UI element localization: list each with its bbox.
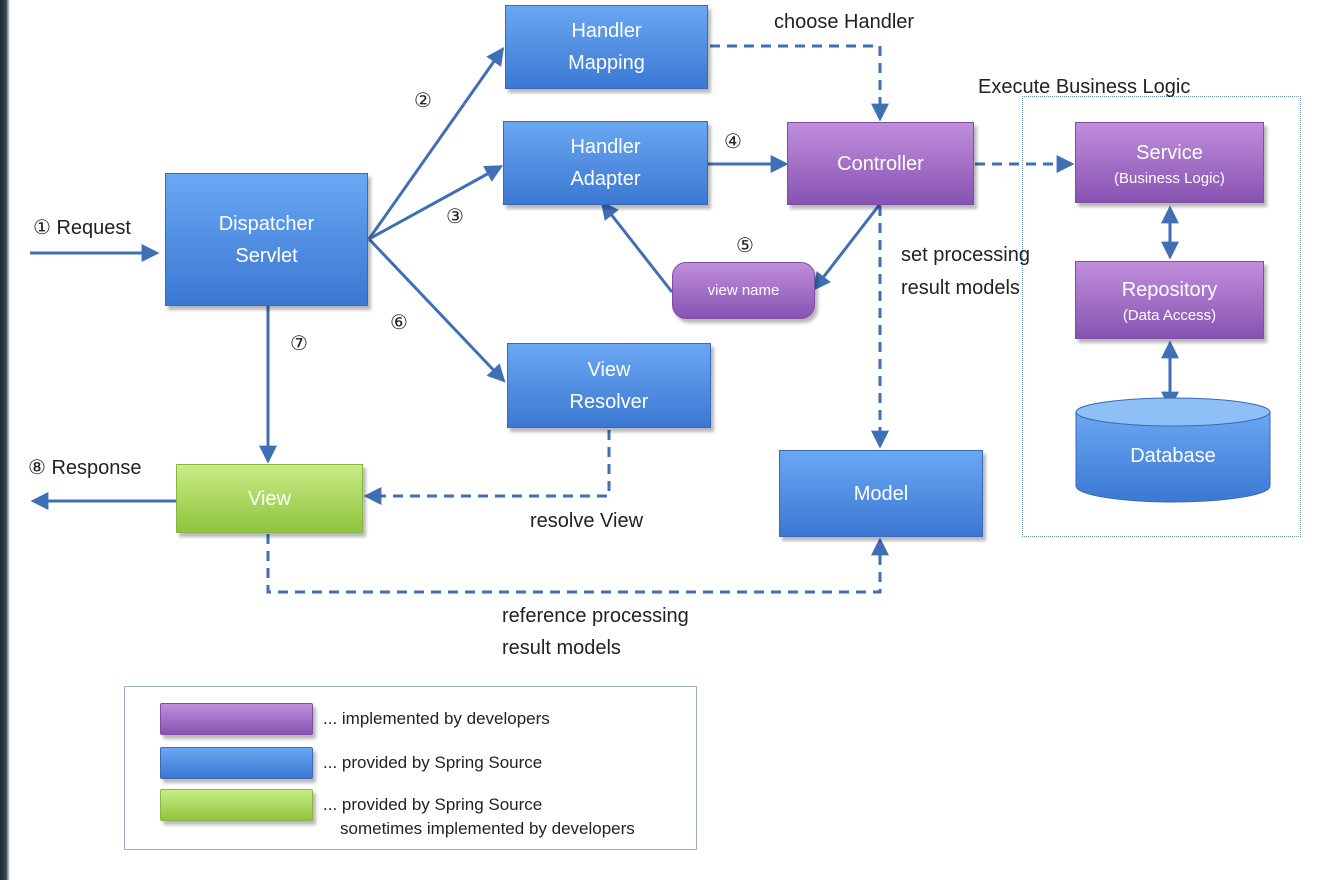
legend-text-green: ... provided by Spring Source: [323, 795, 543, 814]
business-logic-frame: [1022, 96, 1301, 537]
handler-adapter-line1: Handler: [570, 136, 641, 158]
arrow-to-handler-mapping: [367, 47, 505, 240]
arrow-resolve-view: [363, 430, 611, 505]
step-2-label: ②: [414, 90, 432, 112]
arrow-reference-models: [266, 534, 889, 594]
request-label: ① Request: [33, 217, 131, 239]
step-4-label: ④: [724, 131, 742, 153]
arrow-choose-handler: [710, 44, 889, 122]
dispatcher-servlet-box: Dispatcher Servlet: [165, 173, 368, 306]
model-label: Model: [853, 482, 909, 505]
repository-sub-label: (Data Access): [1122, 307, 1217, 325]
service-box: Service (Business Logic): [1075, 122, 1264, 203]
dispatcher-servlet-line1: Dispatcher: [218, 212, 315, 235]
handler-mapping-line1: Handler: [571, 20, 642, 42]
set-processing-label-1: set processing: [901, 244, 1030, 266]
view-resolver-line2: Resolver: [569, 390, 649, 413]
database-label-wrap: Database: [1076, 428, 1270, 484]
arrow-to-view-resolver: [367, 237, 506, 383]
arrow-view-name-to-adapter: [600, 201, 674, 293]
legend-swatch-blue: [160, 747, 313, 779]
handler-adapter-box: Handler Adapter: [503, 121, 708, 205]
window-edge: [0, 0, 10, 880]
legend-swatch-green: [160, 789, 313, 821]
view-resolver-line1: View: [587, 358, 631, 381]
model-box: Model: [779, 450, 983, 537]
set-processing-label-2: result models: [901, 277, 1020, 299]
choose-handler-label: choose Handler: [774, 11, 915, 33]
controller-label: Controller: [837, 152, 924, 175]
legend-swatch-purple: [160, 703, 313, 735]
view-box: View: [176, 464, 363, 533]
legend-text-green-line2: sometimes implemented by developers: [340, 819, 635, 838]
handler-mapping-box: Handler Mapping: [505, 5, 708, 89]
service-sub-label: (Business Logic): [1114, 169, 1225, 187]
execute-business-logic-label: Execute Business Logic: [978, 76, 1191, 98]
legend-text-purple: ... implemented by developers: [323, 709, 550, 728]
legend-text-blue: ... provided by Spring Source: [323, 753, 543, 772]
step-6-label: ⑥: [390, 312, 408, 334]
view-label: View: [248, 487, 291, 510]
repository-label: Repository: [1121, 279, 1218, 302]
step-7-label: ⑦: [290, 333, 308, 355]
view-name-label: view name: [707, 281, 780, 299]
handler-adapter-line2: Adapter: [570, 168, 641, 190]
resolve-view-label: resolve View: [530, 510, 644, 532]
view-resolver-box: View Resolver: [507, 343, 711, 428]
step-3-label: ③: [446, 206, 464, 228]
arrow-to-handler-adapter: [368, 165, 504, 241]
view-name-box: view name: [672, 262, 815, 319]
legend: ... implemented by developers ... provid…: [124, 686, 697, 850]
response-label: ⑧ Response: [28, 457, 142, 479]
handler-mapping-line2: Mapping: [568, 52, 645, 74]
controller-box: Controller: [787, 122, 974, 205]
repository-box: Repository (Data Access): [1075, 261, 1264, 339]
database-cylinder: [1075, 397, 1271, 503]
service-label: Service: [1136, 141, 1203, 164]
arrow-to-view-name: [812, 203, 882, 291]
database-label: Database: [1130, 445, 1216, 467]
reference-processing-label-1: reference processing: [502, 605, 689, 627]
dispatcher-servlet-line2: Servlet: [235, 244, 298, 267]
step-5-label: ⑤: [736, 235, 754, 257]
reference-processing-label-2: result models: [502, 637, 621, 659]
